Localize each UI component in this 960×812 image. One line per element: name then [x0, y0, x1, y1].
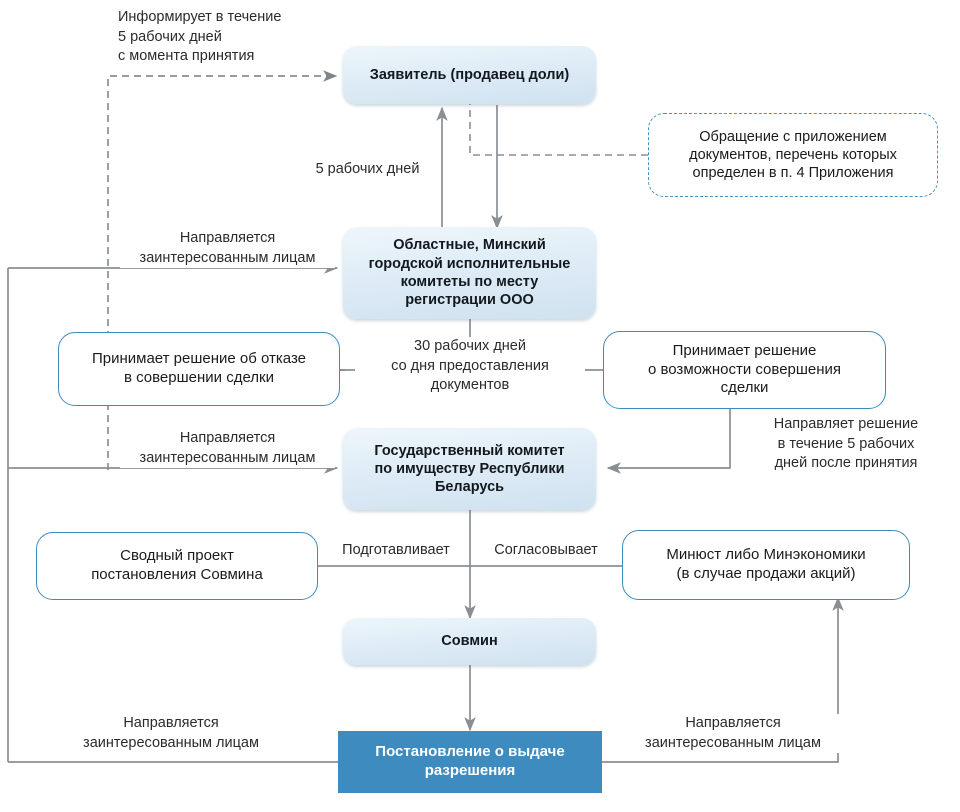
node-draft-resolution[interactable]: Сводный проект постановления Совмина — [36, 532, 318, 600]
wire-application-callout — [469, 103, 648, 156]
node-applicant[interactable]: Заявитель (продавец доли) — [343, 46, 596, 104]
wire-approval-to-state-committee — [606, 408, 731, 474]
wire-informs-applicant — [107, 70, 338, 470]
node-committees[interactable]: Областные, Минский городской исполнитель… — [343, 227, 596, 319]
node-refusal-decision-label: Принимает решение об отказе в совершении… — [91, 350, 307, 386]
node-committees-label: Областные, Минский городской исполнитель… — [368, 237, 571, 309]
node-application-callout-label: Обращение с приложением документов, пере… — [689, 128, 897, 182]
edge-label-sends-decision-5-days: Направляет решение в течение 5 рабочих д… — [742, 415, 950, 474]
node-applicant-label: Заявитель (продавец доли) — [369, 66, 570, 83]
edge-label-sent-to-interested-4: Направляется заинтересованным лицам — [620, 714, 846, 754]
node-sovmin-label: Совмин — [441, 633, 498, 650]
node-sovmin[interactable]: Совмин — [343, 618, 596, 665]
edge-label-approves: Согласовывает — [476, 541, 616, 561]
node-state-property-committee[interactable]: Государственный комитет по имуществу Рес… — [343, 428, 596, 510]
edge-label-prepares: Подготавливает — [326, 541, 466, 561]
node-final-resolution-label: Постановление о выдаче разрешения — [375, 743, 565, 779]
node-minjust[interactable]: Минюст либо Минэкономики (в случае прода… — [622, 530, 910, 600]
node-approval-decision[interactable]: Принимает решение о возможности совершен… — [603, 331, 886, 409]
edge-label-sent-to-interested-3: Направляется заинтересованным лицам — [58, 714, 284, 754]
edge-label-sent-to-interested-1: Направляется заинтересованным лицам — [120, 229, 335, 269]
node-application-callout[interactable]: Обращение с приложением документов, пере… — [648, 113, 938, 197]
node-draft-resolution-label: Сводный проект постановления Совмина — [91, 547, 263, 583]
node-state-property-committee-label: Государственный комитет по имуществу Рес… — [374, 442, 565, 496]
edge-label-sent-to-interested-2: Направляется заинтересованным лицам — [120, 429, 335, 469]
node-minjust-label: Минюст либо Минэкономики (в случае прода… — [666, 546, 866, 582]
node-final-resolution[interactable]: Постановление о выдаче разрешения — [338, 731, 602, 793]
node-refusal-decision[interactable]: Принимает решение об отказе в совершении… — [58, 332, 340, 406]
node-approval-decision-label: Принимает решение о возможности совершен… — [647, 341, 842, 397]
edge-label-informs-5-days: Информирует в течение 5 рабочих дней с м… — [118, 9, 282, 65]
edge-label-thirty-working-days: 30 рабочих дней со дня предоставления до… — [355, 337, 585, 396]
edge-label-five-working-days: 5 рабочих дней — [300, 160, 435, 180]
